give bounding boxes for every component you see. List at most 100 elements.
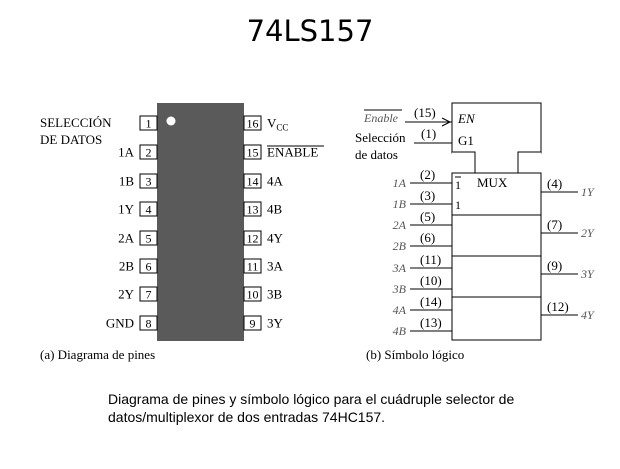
pin-label-8: GND xyxy=(106,316,134,331)
pin-box-12 xyxy=(243,230,262,246)
pin-label-12: 4Y xyxy=(267,231,284,246)
mux-section-4 xyxy=(451,296,542,341)
g1-text: G1 xyxy=(458,133,474,148)
pin-box-1 xyxy=(139,115,158,131)
output-label-1Y: 1Y xyxy=(581,185,595,199)
pin-box-10 xyxy=(243,286,262,302)
pin-number-13: 13 xyxy=(247,203,259,217)
pin-label-6: 2B xyxy=(119,259,135,274)
mux-inputs: (2)1A(3)1B(5)2A(6)2B(11)3A(10)3B(14)4A(1… xyxy=(392,167,452,338)
pin-diagram: SELECCIÓN DE DATOS 121A31B41Y52A62B72Y8G… xyxy=(40,103,324,362)
pin-label-16: VCC xyxy=(267,116,288,133)
output-label-4Y: 4Y xyxy=(581,308,595,322)
pin-number-11: 11 xyxy=(247,260,259,274)
pin-label-13: 4B xyxy=(267,202,283,217)
mux-section-3 xyxy=(451,255,542,298)
pin-number-15: 15 xyxy=(247,146,259,160)
input-pin-2B: (6) xyxy=(420,230,435,245)
input-label-3B: 3B xyxy=(392,282,407,296)
output-pin-3Y: (9) xyxy=(547,258,562,273)
enable-pin: (15) xyxy=(414,105,436,120)
pin-box-6 xyxy=(139,258,158,274)
pin-number-6: 6 xyxy=(146,260,152,274)
mux-section-2 xyxy=(451,214,542,257)
output-label-2Y: 2Y xyxy=(581,226,595,240)
pin-box-3 xyxy=(139,173,158,189)
mux-text: MUX xyxy=(477,175,508,190)
pin-box-7 xyxy=(139,286,158,302)
input-pin-3A: (11) xyxy=(420,252,441,267)
select-label-2: DE DATOS xyxy=(40,132,102,147)
pin-number-4: 4 xyxy=(146,203,152,217)
pin-number-9: 9 xyxy=(250,317,256,331)
input-label-1A: 1A xyxy=(393,176,407,190)
ic-package xyxy=(157,103,244,341)
input-pin-4B: (13) xyxy=(420,315,442,330)
pin-diagram-caption: (a) Diagrama de pines xyxy=(40,347,155,362)
pin-number-12: 12 xyxy=(247,232,259,246)
active-low-indicator xyxy=(441,117,452,127)
pin-label-7: 2Y xyxy=(118,287,135,302)
output-pin-4Y: (12) xyxy=(547,299,569,314)
input-pin-1B: (3) xyxy=(420,188,435,203)
pin-box-2 xyxy=(139,144,158,160)
output-pin-2Y: (7) xyxy=(547,217,562,232)
input-one-2: 1 xyxy=(455,198,461,212)
pin-label-9: 3Y xyxy=(267,316,284,331)
input-label-2A: 2A xyxy=(393,218,407,232)
pin-box-14 xyxy=(243,173,262,189)
pin-number-14: 14 xyxy=(247,175,259,189)
pin-label-4: 1Y xyxy=(118,202,135,217)
pin-number-10: 10 xyxy=(247,288,259,302)
pin-label-3: 1B xyxy=(119,174,135,189)
pin-box-16 xyxy=(243,115,262,131)
pin-box-11 xyxy=(243,258,262,274)
pin-box-8 xyxy=(139,315,158,331)
pin-box-9 xyxy=(243,315,262,331)
pin-box-15 xyxy=(243,144,262,160)
input-pin-2A: (5) xyxy=(420,209,435,224)
mux-section-1 xyxy=(451,172,542,216)
select-pin: (1) xyxy=(421,126,436,141)
control-neck-left xyxy=(452,151,476,173)
enable-label: Enable xyxy=(363,111,399,125)
pin-label-2: 1A xyxy=(118,145,135,160)
pin-label-11: 3A xyxy=(267,259,284,274)
pin-number-1: 1 xyxy=(146,117,152,131)
pin-label-5: 2A xyxy=(118,231,135,246)
input-label-2B: 2B xyxy=(393,239,407,253)
select-label-1: SELECCIÓN xyxy=(40,115,112,130)
control-neck-fill xyxy=(452,152,541,174)
pin-label-15: ENABLE xyxy=(267,145,318,160)
chip-title: 74LS157 xyxy=(246,14,374,48)
input-pin-4A: (14) xyxy=(420,294,442,309)
en-text: EN xyxy=(457,111,476,126)
input-pin-1A: (2) xyxy=(420,167,435,182)
pin1-marker xyxy=(166,116,176,126)
input-label-4A: 4A xyxy=(393,303,407,317)
pin-number-3: 3 xyxy=(146,175,152,189)
output-pin-1Y: (4) xyxy=(547,176,562,191)
logic-symbol: EN G1 MUX 1 1 Enable (15) Selección de d… xyxy=(355,102,595,362)
pin-number-7: 7 xyxy=(146,288,152,302)
select-label-1: Selección xyxy=(355,130,406,145)
input-label-1B: 1B xyxy=(393,197,407,211)
input-one-1: 1 xyxy=(455,178,461,192)
pin-label-14: 4A xyxy=(267,174,284,189)
pin-label-10: 3B xyxy=(267,287,283,302)
caption-line-1: Diagrama de pines y símbolo lógico para … xyxy=(108,391,515,407)
pin-box-13 xyxy=(243,201,262,217)
pin-number-16: 16 xyxy=(247,117,259,131)
pin-number-2: 2 xyxy=(146,146,152,160)
pin-number-5: 5 xyxy=(146,232,152,246)
right-pin-column: 16 VCC 15 ENABLE 14 4A 13 4B 12 4Y 11 3A 10 3B 9 3Y xyxy=(243,115,324,331)
caption-line-2: datos/multiplexor de dos entradas 74HC15… xyxy=(108,409,386,425)
control-neck-right xyxy=(517,151,541,173)
pin-box-5 xyxy=(139,230,158,246)
pin-box-4 xyxy=(139,201,158,217)
output-label-3Y: 3Y xyxy=(580,267,595,281)
mux-outputs: (4) 1Y (7) 2Y (9) 3Y (12) 4Y xyxy=(541,176,595,322)
